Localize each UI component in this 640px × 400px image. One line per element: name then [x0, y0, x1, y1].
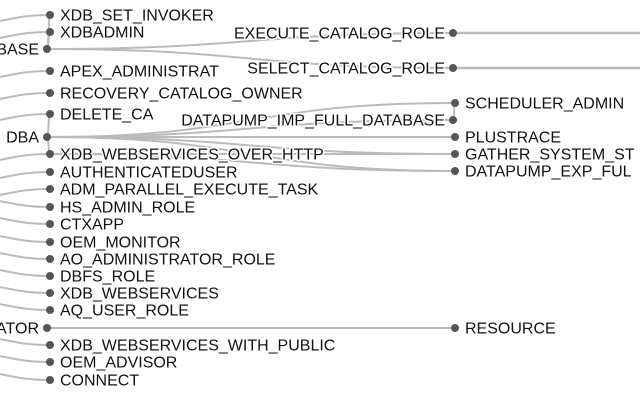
node-dot-n-dp-exp[interactable]	[451, 167, 459, 175]
node-dot-n-ao-admin[interactable]	[46, 255, 54, 263]
node-dot-n-xdb-ws[interactable]	[46, 289, 54, 297]
link-in-n_oem_advisor	[0, 355, 51, 363]
link-8	[46, 102, 456, 138]
link-2	[46, 32, 454, 50]
node-dot-n-hs-admin[interactable]	[46, 203, 54, 211]
node-dot-n-xdb-ws-public[interactable]	[46, 341, 54, 349]
node-label-n-gather: GATHER_SYSTEM_ST	[465, 147, 635, 164]
node-label-n-resource: RESOURCE	[465, 321, 556, 338]
node-dot-n-dp-imp[interactable]	[449, 116, 457, 124]
node-dot-n-ator[interactable]	[43, 324, 51, 332]
node-label-n-delete: DELETE_CA	[60, 107, 154, 124]
link-in-n_authuser	[0, 171, 51, 179]
node-dot-n-dbfs[interactable]	[46, 272, 54, 280]
node-label-n-oem-advisor: OEM_ADVISOR	[60, 355, 177, 372]
link-in-n_xdbadmin	[0, 31, 51, 39]
link-in-n_aq_user	[0, 303, 51, 311]
node-label-n-base: BASE	[0, 42, 39, 59]
node-dot-n-xdb-set-invoker[interactable]	[46, 11, 54, 19]
link-in-n_dbfs	[0, 269, 51, 277]
node-dot-n-resource[interactable]	[451, 324, 459, 332]
link-in-n_xdb_ws_public	[0, 338, 51, 346]
node-dot-n-oem-monitor[interactable]	[46, 238, 54, 246]
node-dot-n-dba[interactable]	[43, 133, 51, 141]
link-in-n_xdb_ws	[0, 286, 51, 294]
node-label-n-xdb-ws-public: XDB_WEBSERVICES_WITH_PUBLIC	[60, 338, 335, 355]
node-label-n-xdb-set-invoker: XDB_SET_INVOKER	[60, 8, 214, 25]
link-in-n_apex	[0, 70, 51, 78]
node-label-n-dp-imp: DATAPUMP_IMP_FULL_DATABASE	[181, 113, 445, 130]
link-in-n_oem_monitor	[0, 235, 51, 243]
node-dot-n-adm-parallel[interactable]	[46, 185, 54, 193]
link-in-n_hs_admin	[0, 200, 51, 208]
node-dot-n-gather[interactable]	[451, 150, 459, 158]
node-label-n-ator: ATOR	[0, 321, 39, 338]
node-label-n-ctxapp: CTXAPP	[60, 217, 124, 234]
node-dot-n-recovery[interactable]	[46, 89, 54, 97]
node-dot-n-base[interactable]	[43, 45, 51, 53]
node-label-n-xdb-ws: XDB_WEBSERVICES	[60, 286, 219, 303]
link-in-n_adm_parallel	[0, 188, 51, 196]
link-in-n_recovery	[0, 92, 51, 100]
node-label-n-dbfs: DBFS_ROLE	[60, 269, 155, 286]
node-dot-n-plustrace[interactable]	[451, 133, 459, 141]
node-label-n-exec-catalog: EXECUTE_CATALOG_ROLE	[234, 26, 445, 43]
node-dot-n-authuser[interactable]	[46, 168, 54, 176]
node-label-n-plustrace: PLUSTRACE	[465, 130, 561, 147]
link-in-n_xdb_ws_http	[0, 153, 51, 161]
link-16	[49, 153, 456, 172]
node-dot-n-xdbadmin[interactable]	[46, 28, 54, 36]
node-label-n-authuser: AUTHENTICATEDUSER	[60, 165, 238, 182]
node-label-n-recovery: RECOVERY_CATALOG_OWNER	[60, 86, 303, 103]
link-in-n_delete	[0, 113, 51, 121]
node-label-n-ao-admin: AO_ADMINISTRATOR_ROLE	[60, 252, 275, 269]
node-label-n-select-catalog: SELECT_CATALOG_ROLE	[247, 61, 445, 78]
node-dot-n-aq-user[interactable]	[46, 306, 54, 314]
link-in-n_ctxapp	[0, 217, 51, 225]
node-label-n-dba: DBA	[6, 130, 39, 147]
node-label-n-adm-parallel: ADM_PARALLEL_EXECUTE_TASK	[60, 182, 319, 199]
node-label-n-scheduler: SCHEDULER_ADMIN	[465, 96, 624, 113]
link-in-n_ao_admin	[0, 252, 51, 260]
node-label-n-dp-exp: DATAPUMP_EXP_FUL	[465, 164, 632, 181]
node-label-n-xdb-ws-http: XDB_WEBSERVICES_OVER_HTTP	[60, 147, 324, 164]
link-in-n_xdb_set_invoker	[0, 14, 51, 22]
node-label-n-hs-admin: HS_ADMIN_ROLE	[60, 200, 195, 217]
node-dot-n-delete[interactable]	[46, 110, 54, 118]
node-dot-n-apex[interactable]	[46, 67, 54, 75]
node-label-n-xdbadmin: XDBADMIN	[60, 25, 144, 42]
node-label-n-apex: APEX_ADMINISTRAT	[60, 64, 219, 81]
node-dot-n-scheduler[interactable]	[451, 99, 459, 107]
node-dot-n-connect[interactable]	[46, 376, 54, 384]
node-label-n-connect: CONNECT	[60, 373, 139, 390]
link-3	[46, 48, 454, 69]
node-dot-n-select-catalog[interactable]	[449, 64, 457, 72]
node-dot-n-exec-catalog[interactable]	[449, 29, 457, 37]
link-in-n_connect	[0, 373, 51, 381]
node-label-n-aq-user: AQ_USER_ROLE	[60, 303, 189, 320]
node-label-n-oem-monitor: OEM_MONITOR	[60, 235, 181, 252]
node-dot-n-xdb-ws-http[interactable]	[46, 150, 54, 158]
node-dot-n-ctxapp[interactable]	[46, 220, 54, 228]
node-dot-n-oem-advisor[interactable]	[46, 358, 54, 366]
